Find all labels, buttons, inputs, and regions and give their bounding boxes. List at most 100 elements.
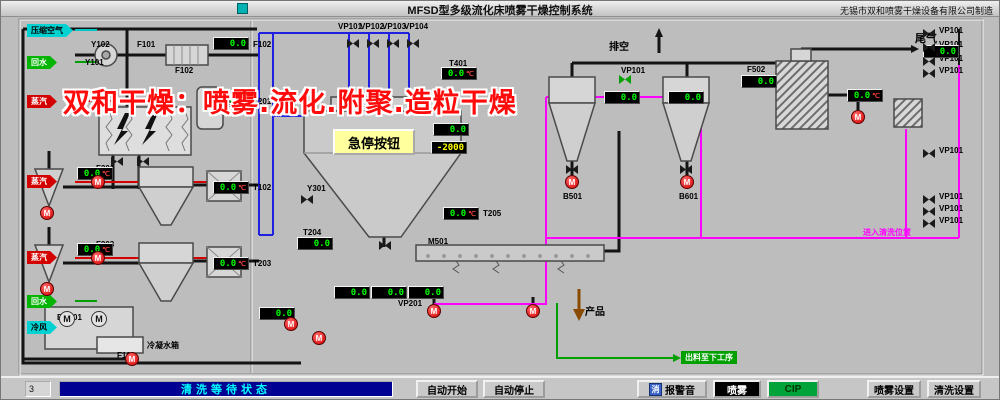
cyclone-body bbox=[138, 166, 194, 188]
equipment-tag: VP101 bbox=[939, 146, 964, 155]
vibration-springs bbox=[452, 260, 565, 274]
source-label: 压缩空气 bbox=[27, 24, 73, 37]
equipment-tag: VP201 bbox=[398, 299, 423, 308]
equipment-tag: Y301 bbox=[307, 184, 326, 193]
pump-icon[interactable]: M bbox=[125, 352, 139, 366]
equipment-tag: 冷凝水箱 bbox=[147, 341, 179, 350]
equipment-tag: F101 bbox=[137, 40, 156, 49]
valve-icon[interactable] bbox=[923, 195, 935, 204]
button-cip[interactable]: CIP bbox=[767, 380, 819, 398]
value-display: 0.0 bbox=[297, 237, 333, 250]
value-display: 0.0 bbox=[259, 307, 295, 320]
value-display: 0.0℃ bbox=[441, 67, 477, 80]
pump-icon[interactable]: M bbox=[565, 175, 579, 189]
source-label: 回水 bbox=[27, 56, 57, 69]
equipment-tag: VP101 bbox=[621, 66, 646, 75]
pump-icon[interactable]: M bbox=[40, 282, 54, 296]
button-auto-stop[interactable]: 自动停止 bbox=[483, 380, 545, 398]
source-label: 回水 bbox=[27, 295, 57, 308]
valve-icon[interactable] bbox=[923, 29, 935, 38]
valve-icon[interactable] bbox=[301, 195, 313, 204]
discharge-label: 出料至下工序 bbox=[681, 351, 737, 364]
value-display: 0.0 bbox=[433, 123, 469, 136]
valve-icon[interactable] bbox=[566, 165, 578, 174]
button-auto-start[interactable]: 自动开始 bbox=[416, 380, 478, 398]
pump-icon[interactable]: M bbox=[40, 206, 54, 220]
pump-icon[interactable]: M bbox=[284, 317, 298, 331]
pump-icon[interactable]: M bbox=[851, 110, 865, 124]
manufacturer-label: 无锡市双和喷雾干燥设备有限公司制造 bbox=[839, 6, 993, 16]
valve-icon[interactable] bbox=[387, 39, 399, 48]
valve-icon[interactable] bbox=[923, 69, 935, 78]
equipment-tag: Y101 bbox=[85, 58, 104, 67]
value-display: 0.0 bbox=[668, 91, 704, 104]
valve-icon[interactable] bbox=[923, 219, 935, 228]
pump-icon[interactable]: M bbox=[427, 304, 441, 318]
valve-icon[interactable] bbox=[347, 39, 359, 48]
value-display: -2000 bbox=[431, 141, 467, 154]
equipment-tag: F102 bbox=[253, 40, 272, 49]
value-display: 0.0 bbox=[371, 286, 407, 299]
equipment-tag: Y102 bbox=[91, 40, 110, 49]
button-clean-settings[interactable]: 清洗设置 bbox=[927, 380, 981, 398]
cyclone-body bbox=[138, 242, 194, 264]
equipment-tag: VP101 bbox=[939, 66, 964, 75]
heater-f102 bbox=[165, 44, 209, 66]
discharge-arrow bbox=[673, 354, 681, 362]
valve-icon[interactable] bbox=[137, 157, 149, 166]
valve-icon[interactable] bbox=[923, 57, 935, 66]
panel-grooves bbox=[18, 18, 984, 376]
valve-icon[interactable] bbox=[407, 39, 419, 48]
tail-gas-arrow bbox=[911, 45, 919, 53]
value-display: 0.0℃ bbox=[213, 181, 249, 194]
alarm-mute-icon: 消 bbox=[649, 382, 662, 396]
valve-icon[interactable] bbox=[367, 39, 379, 48]
value-display: 0.0 bbox=[604, 91, 640, 104]
status-display: 清洗等待状态 bbox=[59, 381, 393, 397]
value-display: 0.0℃ bbox=[443, 207, 479, 220]
valve-icon[interactable] bbox=[111, 157, 123, 166]
source-label: 蒸汽 bbox=[27, 251, 57, 264]
equipment-tag: 进入清洗位置 bbox=[863, 228, 911, 237]
valve-icon[interactable] bbox=[680, 165, 692, 174]
value-display: 0.0 bbox=[408, 286, 444, 299]
emergency-stop-button[interactable]: 急停按钮 bbox=[333, 129, 415, 155]
bag-filter bbox=[98, 106, 192, 156]
button-spray[interactable]: 喷雾 bbox=[713, 380, 761, 398]
valve-icon[interactable] bbox=[379, 241, 391, 250]
equipment-tag: T401 bbox=[449, 59, 468, 68]
pump-icon[interactable]: M bbox=[91, 175, 105, 189]
pump-icon[interactable]: M bbox=[526, 304, 540, 318]
title-bar: MFSD型多级流化床喷雾干燥控制系统 无锡市双和喷雾干燥设备有限公司制造 bbox=[1, 1, 999, 17]
value-display: 0.0 bbox=[334, 286, 370, 299]
equipment-tag: VP103 bbox=[382, 22, 407, 31]
agitator-motor-icon: M bbox=[91, 311, 107, 327]
pump-icon[interactable]: M bbox=[91, 251, 105, 265]
valve-icon[interactable] bbox=[619, 75, 631, 84]
fluid-bed bbox=[415, 244, 605, 262]
app-icon bbox=[237, 3, 248, 14]
pump-icon[interactable]: M bbox=[680, 175, 694, 189]
cyclone-b501 bbox=[548, 76, 596, 104]
source-label: 蒸汽 bbox=[27, 175, 57, 188]
equipment-tag: VP101 bbox=[939, 204, 964, 213]
equipment-tag: T203 bbox=[253, 259, 272, 268]
equipment-tag: VP101 bbox=[939, 216, 964, 225]
equipment-tag: M501 bbox=[428, 237, 449, 246]
valve-icon[interactable] bbox=[923, 207, 935, 216]
button-alarm-mute[interactable]: 消报警音 bbox=[637, 380, 707, 398]
valve-icon[interactable] bbox=[923, 149, 935, 158]
equipment-tag: VP101 bbox=[939, 41, 963, 49]
valve-icon[interactable] bbox=[923, 43, 935, 52]
value-display: 0.0℃ bbox=[847, 89, 883, 102]
pump-icon[interactable]: M bbox=[312, 331, 326, 345]
lightning-icon bbox=[114, 113, 130, 145]
equipment-tag: F102 bbox=[175, 66, 194, 75]
button-spray-settings[interactable]: 喷雾设置 bbox=[867, 380, 921, 398]
agitator-motor-icon: M bbox=[59, 311, 75, 327]
source-label: 蒸汽 bbox=[27, 95, 57, 108]
condensate-box bbox=[96, 336, 144, 354]
equipment-tag: T205 bbox=[483, 209, 502, 218]
